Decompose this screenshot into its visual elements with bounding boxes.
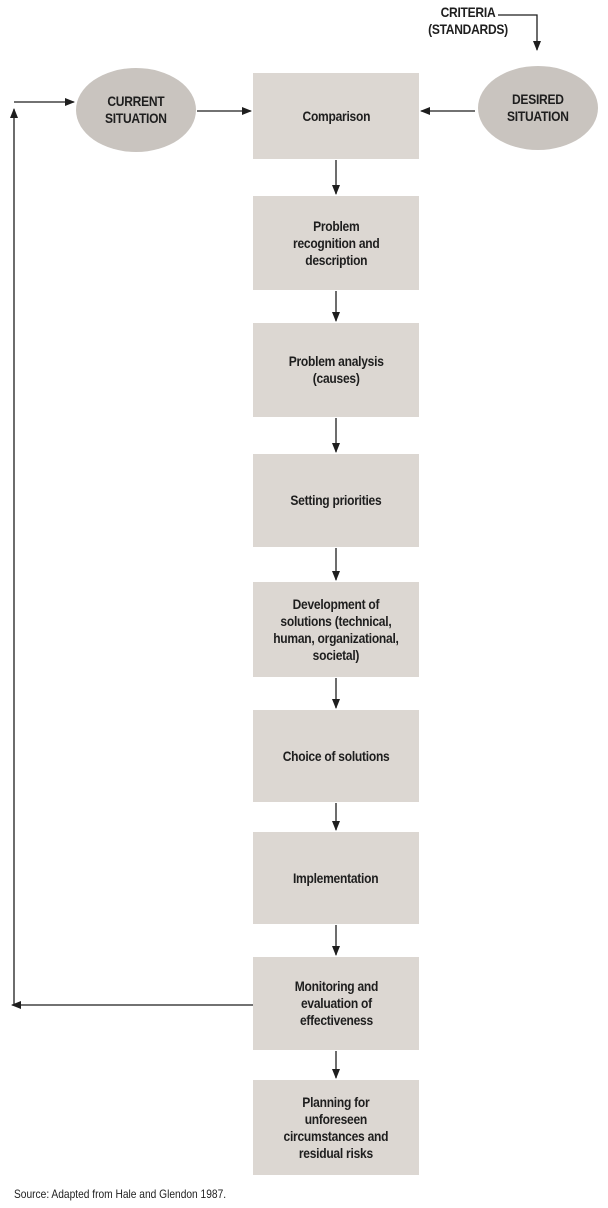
implementation-box: Implementation xyxy=(253,832,419,924)
choice-of-solutions-box: Choice of solutions xyxy=(253,710,419,802)
planning-label: Planning for unforeseen circumstances an… xyxy=(283,1093,389,1161)
criteria-label: CRITERIA (STANDARDS) xyxy=(428,4,508,37)
monitoring-label: Monitoring and evaluation of effectivene… xyxy=(294,978,378,1028)
problem-analysis-box: Problem analysis (causes) xyxy=(253,323,419,417)
arrow-criteria-to-desired xyxy=(498,14,541,51)
problem-analysis-label: Problem analysis (causes) xyxy=(288,353,384,386)
development-of-solutions-label: Development of solutions (technical, hum… xyxy=(273,595,399,663)
choice-of-solutions-label: Choice of solutions xyxy=(282,747,390,764)
source-note: Source: Adapted from Hale and Glendon 19… xyxy=(14,1187,227,1201)
comparison-label: Comparison xyxy=(302,107,370,124)
implementation-label: Implementation xyxy=(293,869,379,886)
monitoring-box: Monitoring and evaluation of effectivene… xyxy=(253,957,419,1050)
setting-priorities-box: Setting priorities xyxy=(253,454,419,547)
setting-priorities-label: Setting priorities xyxy=(290,492,382,508)
planning-box: Planning for unforeseen circumstances an… xyxy=(253,1080,419,1175)
desired-situation-node: DESIRED SITUATION xyxy=(478,66,598,150)
comparison-box: Comparison xyxy=(253,73,419,159)
desired-situation-label: DESIRED SITUATION xyxy=(507,91,569,124)
current-situation-label: CURRENT SITUATION xyxy=(105,93,167,126)
development-of-solutions-box: Development of solutions (technical, hum… xyxy=(253,582,419,677)
problem-recognition-label: Problem recognition and description xyxy=(292,217,380,268)
problem-recognition-box: Problem recognition and description xyxy=(253,196,419,290)
current-situation-node: CURRENT SITUATION xyxy=(76,68,196,152)
